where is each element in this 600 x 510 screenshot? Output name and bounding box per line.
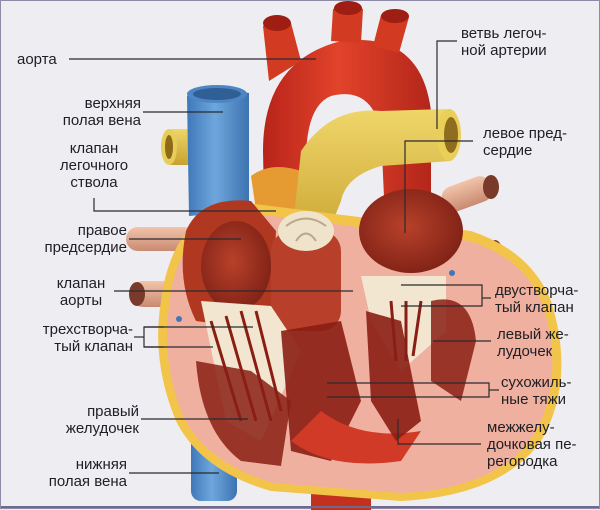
label-superior-vena-cava: верхняя полая вена	[62, 95, 141, 129]
label-aortic-valve: клапан аорты	[56, 275, 106, 309]
label-pulmonary-artery-branch: ветвь легоч- ной артерии	[461, 25, 547, 59]
label-right-atrium: правое предсердие	[44, 222, 127, 256]
label-left-atrium: левое пред- сердие	[483, 125, 567, 159]
label-aorta: аорта	[17, 51, 57, 68]
label-right-ventricle: правый желудочек	[65, 403, 139, 437]
label-inferior-vena-cava: нижняя полая вена	[48, 456, 127, 490]
label-tricuspid-valve: трехстворча- тый клапан	[42, 321, 133, 355]
label-pulmonary-valve: клапан легочного ствола	[59, 140, 129, 191]
label-interventricular-septum: межжелу- дочковая пе- регородка	[487, 419, 577, 470]
label-left-ventricle: левый же- лудочек	[497, 326, 569, 360]
label-mitral-valve: двустворча- тый клапан	[495, 282, 579, 316]
label-chordae-tendineae: сухожиль- ные тяжи	[501, 374, 572, 408]
